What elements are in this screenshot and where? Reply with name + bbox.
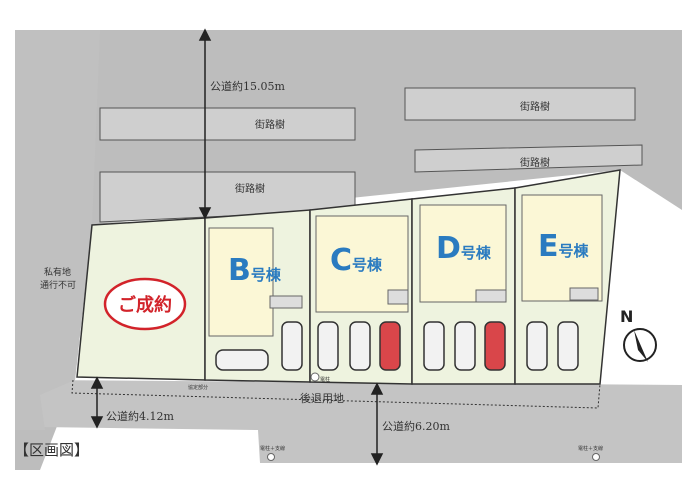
porch xyxy=(475,289,507,303)
car-icon xyxy=(317,321,339,371)
sold-badge xyxy=(103,277,187,331)
tree-label: 街路樹 xyxy=(235,182,265,195)
lot-c-label: C号棟 xyxy=(330,243,383,278)
car-icon xyxy=(454,321,476,371)
lot-d-label: D号棟 xyxy=(436,231,492,266)
north-road-width: 公道約15.05m xyxy=(210,79,285,93)
pole-wire-label: 電柱＋支線 xyxy=(260,445,285,452)
pole-wire-label: 電柱＋支線 xyxy=(578,445,603,452)
car-icon xyxy=(349,321,371,371)
tree-label: 街路樹 xyxy=(520,100,550,113)
private-label: 私有地 xyxy=(44,266,71,278)
private-label: 通行不可 xyxy=(40,279,76,291)
car-icon xyxy=(379,321,401,371)
car-icon xyxy=(423,321,445,371)
tree-label: 街路樹 xyxy=(520,156,550,169)
compass-icon: N xyxy=(620,307,657,362)
building-b xyxy=(208,227,274,337)
tree-strip xyxy=(99,107,356,141)
porch xyxy=(269,295,303,309)
west-road xyxy=(15,30,100,430)
tree-label: 街路樹 xyxy=(255,118,285,131)
setback-label: 後退用地 xyxy=(300,391,344,405)
building-d xyxy=(419,204,507,303)
svg-text:N: N xyxy=(620,307,633,326)
south-road xyxy=(40,380,682,463)
car-icon xyxy=(484,321,506,371)
car-icon xyxy=(557,321,579,371)
car-icon xyxy=(281,321,303,371)
tree-strip xyxy=(414,144,643,173)
car-icon xyxy=(526,321,548,371)
sw-road-width: 公道約4.12m xyxy=(106,409,174,423)
page-title: 【区画図】 xyxy=(14,441,89,459)
tree-strip xyxy=(404,87,636,121)
lot-b-label: B号棟 xyxy=(228,253,282,288)
setback-line xyxy=(71,379,601,409)
porch xyxy=(387,289,409,305)
lot-e-label: E号棟 xyxy=(538,229,590,264)
sold-text: ご成約 xyxy=(118,294,172,316)
south-road-width: 公道約6.20m xyxy=(382,419,450,433)
agreement-label: 協定部分 xyxy=(188,384,208,391)
pole-label: 電柱 xyxy=(320,376,330,383)
parking xyxy=(215,321,579,371)
car-icon xyxy=(215,349,269,371)
porch xyxy=(569,287,599,301)
building-e xyxy=(521,194,603,302)
